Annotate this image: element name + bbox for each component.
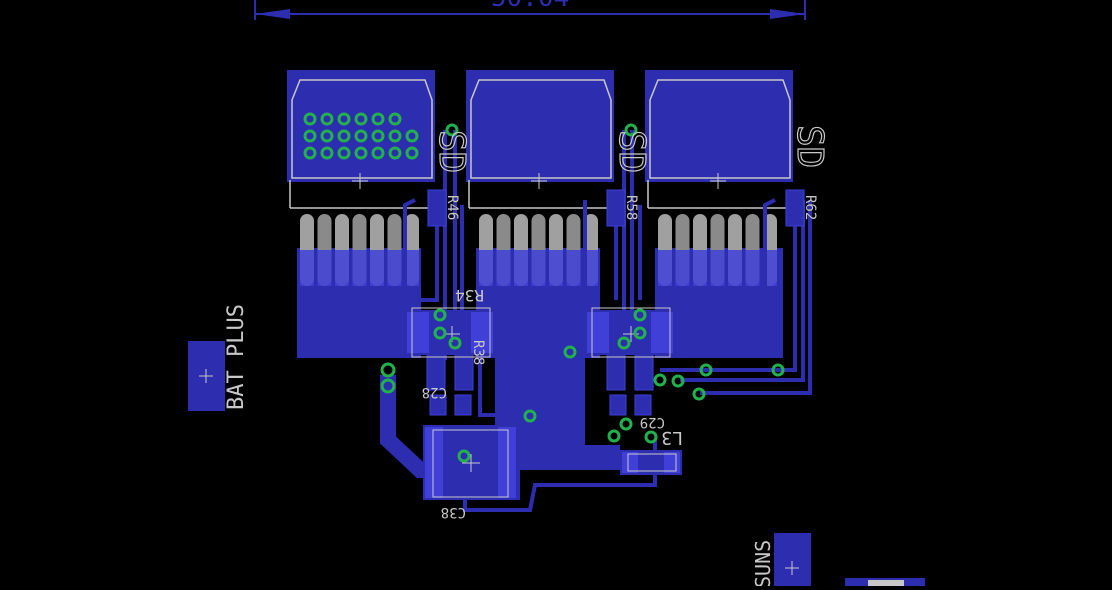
via	[354, 146, 368, 160]
sd-connector-2[interactable]	[466, 70, 614, 209]
label-r46: R46	[444, 195, 460, 220]
sd-connector-1[interactable]	[287, 70, 435, 209]
via	[337, 146, 351, 160]
contact-finger-copper	[317, 250, 332, 286]
contact-finger-copper	[405, 250, 419, 286]
label-c29: C29	[640, 414, 665, 430]
suns-pad[interactable]	[774, 533, 811, 588]
contact-finger-copper	[566, 250, 581, 286]
copper-strip-l3	[500, 445, 620, 470]
contact-finger-copper	[335, 250, 349, 286]
label-c28: C28	[422, 384, 447, 400]
via	[405, 129, 419, 143]
sd-connector-3[interactable]	[645, 70, 793, 209]
label-bat-plus: BAT PLUS	[224, 304, 249, 410]
component-c38[interactable]	[423, 425, 520, 500]
contact-finger-copper	[745, 250, 760, 286]
connector-origin-marks	[352, 173, 726, 189]
dimension-label: 50.04	[491, 0, 569, 13]
label-r34: R34	[455, 286, 484, 305]
dimension-line: 50.04	[254, 0, 806, 20]
contact-finger-copper	[693, 250, 707, 286]
contact-finger-copper	[584, 250, 598, 286]
via	[320, 112, 334, 126]
via	[388, 146, 402, 160]
via	[303, 112, 317, 126]
component-r34[interactable]	[405, 307, 495, 358]
label-r62: R62	[802, 195, 818, 220]
via	[320, 129, 334, 143]
contact-finger-copper	[531, 250, 546, 286]
via	[405, 146, 419, 160]
contact-finger-copper	[675, 250, 690, 286]
contact-finger-copper	[479, 250, 493, 286]
via	[388, 112, 402, 126]
contact-finger-copper	[728, 250, 742, 286]
component-l3[interactable]	[620, 450, 682, 475]
via	[303, 146, 317, 160]
via	[354, 129, 368, 143]
via	[388, 129, 402, 143]
silkscreen-labels: BAT PLUS SUNS R34 C28 C29 L3 C38 R46 R58…	[224, 124, 831, 588]
smd-pads	[426, 189, 805, 416]
contact-finger-copper	[300, 250, 314, 286]
contact-finger-copper	[387, 250, 402, 286]
via	[371, 112, 385, 126]
via	[354, 112, 368, 126]
contact-finger-copper	[549, 250, 563, 286]
label-l3: L3	[661, 427, 683, 448]
label-r38: R38	[470, 340, 486, 365]
via	[337, 112, 351, 126]
component-r34-right[interactable]	[585, 307, 675, 358]
bat-plus-pad[interactable]	[188, 341, 225, 411]
via-array	[303, 112, 419, 160]
label-r58: R58	[623, 195, 639, 220]
via	[337, 129, 351, 143]
via	[303, 129, 317, 143]
contact-finger-copper	[370, 250, 384, 286]
contact-finger-copper	[514, 250, 528, 286]
contact-finger-copper	[658, 250, 672, 286]
label-suns: SUNS	[751, 540, 775, 586]
traces	[403, 130, 812, 512]
partial-component-bottom	[845, 578, 925, 588]
contact-finger-copper	[496, 250, 511, 286]
via	[371, 146, 385, 160]
label-sd-3: SD	[789, 125, 830, 168]
contact-fingers	[300, 214, 777, 286]
contact-finger-copper	[352, 250, 367, 286]
label-c38: C38	[441, 504, 466, 520]
contact-finger-copper	[710, 250, 725, 286]
vias	[380, 123, 785, 463]
label-sd-2: SD	[611, 130, 652, 173]
via	[320, 146, 334, 160]
label-sd-1: SD	[431, 130, 472, 173]
via	[371, 129, 385, 143]
